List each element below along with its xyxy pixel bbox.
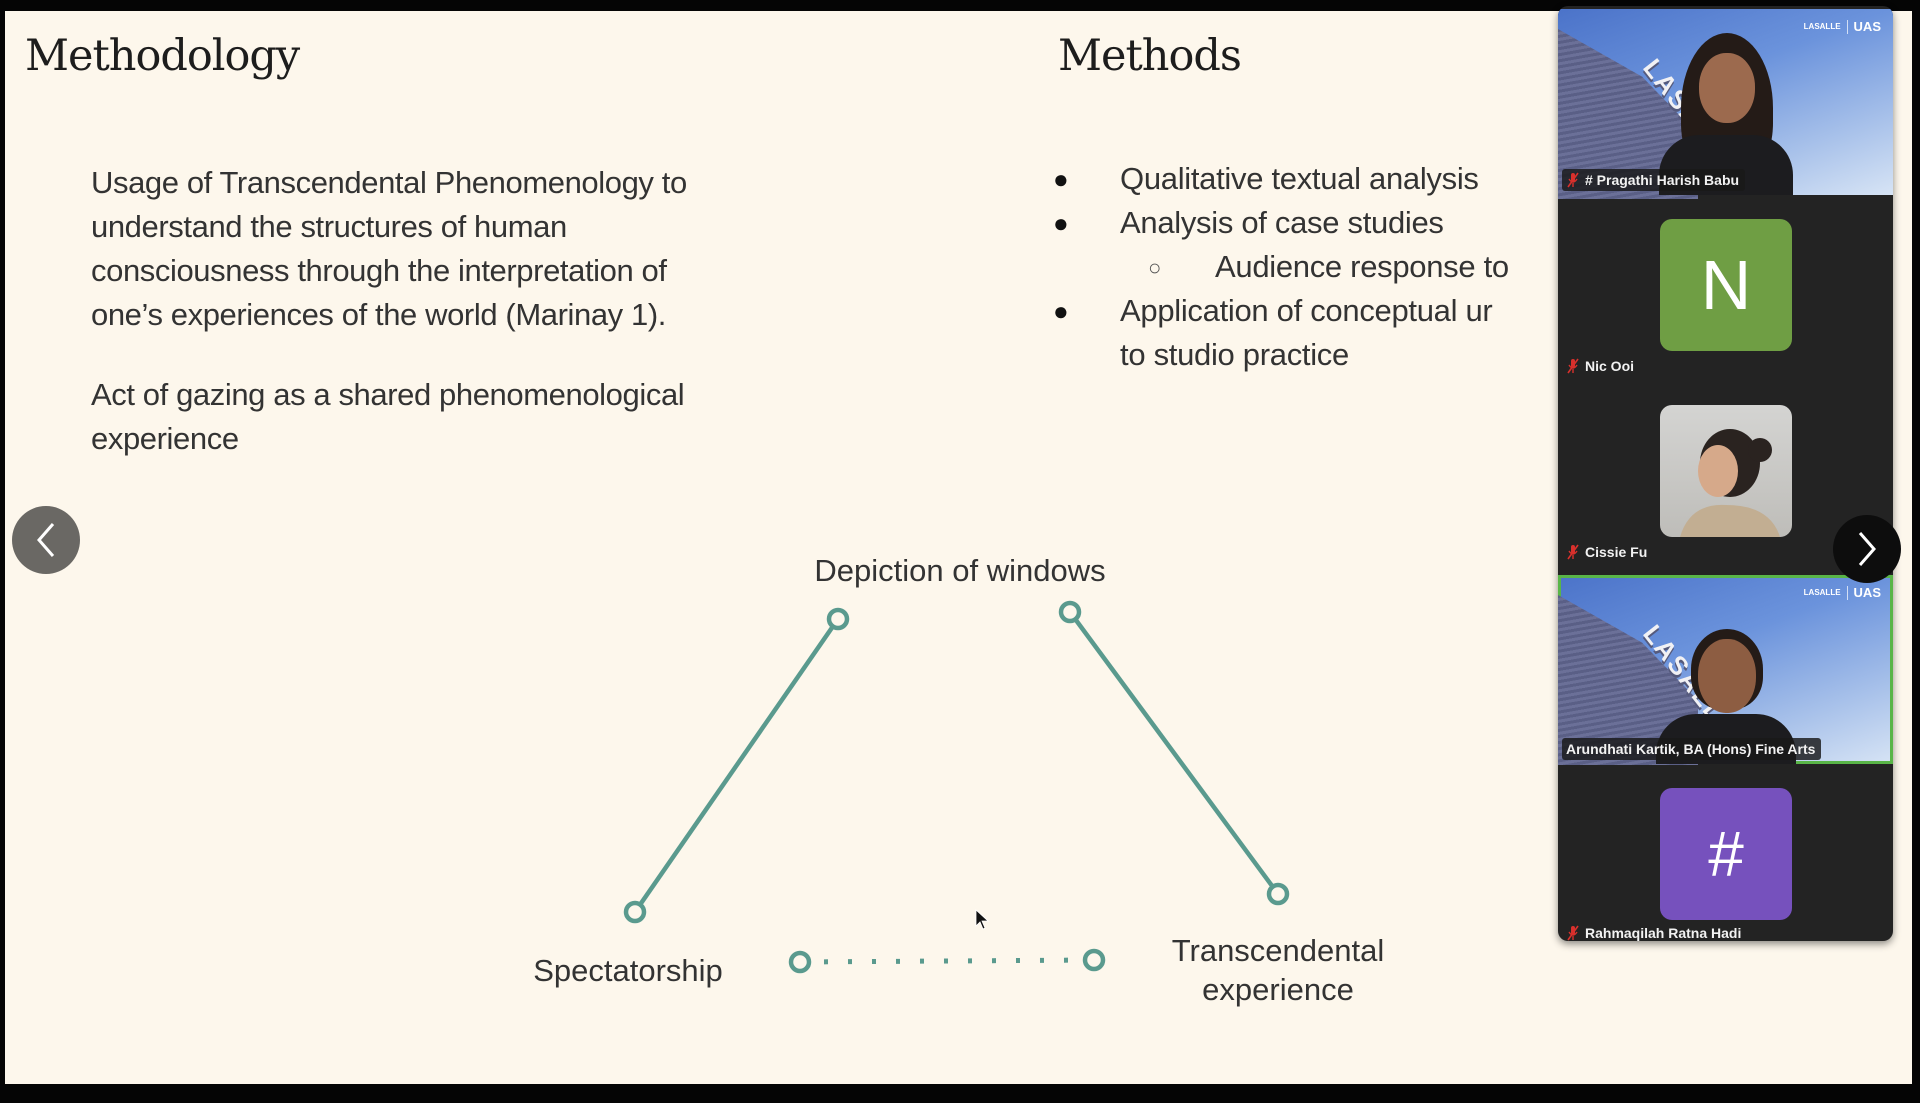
participant-tile[interactable]: Cissie Fu [1558, 381, 1893, 567]
participant-tile-active-speaker[interactable]: LASALLE LASALLE UAS Arundhati Kartik, BA … [1558, 575, 1893, 765]
diagram-label-bottom-right-1: Transcendental [1172, 933, 1385, 968]
connector-endpoint [1058, 600, 1082, 624]
connector-endpoint [623, 900, 647, 924]
paragraph-line: experience [91, 421, 239, 456]
solid-connector [633, 617, 840, 914]
chevron-right-icon [1858, 532, 1876, 566]
participant-name-tag: Rahmaqilah Ratna Hadi [1562, 922, 1747, 941]
chevron-left-icon [37, 523, 55, 557]
methods-item-text: Application of conceptual ur [1120, 293, 1493, 328]
participant-name-tag: Arundhati Kartik, BA (Hons) Fine Arts [1562, 738, 1822, 760]
participant-name-tag: Nic Ooi [1562, 355, 1640, 377]
avatar-letter: N [1700, 246, 1752, 324]
solid-connector [1068, 610, 1280, 896]
connector-endpoint [826, 607, 850, 631]
bullet-icon: ● [1053, 208, 1069, 238]
connector-endpoint [788, 950, 812, 974]
avatar-initial: # [1660, 788, 1792, 920]
mouse-cursor-icon [975, 909, 990, 930]
methods-subitem: ○ Audience response to [1045, 245, 1565, 289]
participant-name: Arundhati Kartik, BA (Hons) Fine Arts [1566, 741, 1816, 757]
diagram-label-top: Depiction of windows [814, 553, 1105, 588]
methods-list: ● Qualitative textual analysis ● Analysis … [1045, 157, 1565, 377]
slide-title-methodology: Methodology [25, 31, 300, 81]
logo-uas: UAS [1853, 19, 1881, 34]
institution-logos: LASALLE UAS [1804, 19, 1881, 34]
diagram-label-bottom-left: Spectatorship [533, 953, 723, 988]
connector-endpoint [1082, 948, 1106, 972]
bullet-icon: ● [1053, 296, 1069, 326]
participant-tile[interactable]: LASALLE LASALLE UAS # Pragathi Harish Bab… [1558, 9, 1893, 199]
mic-muted-icon [1567, 925, 1579, 941]
previous-slide-button[interactable] [12, 506, 80, 574]
avatar-photo [1660, 405, 1792, 537]
participant-name-tag: # Pragathi Harish Babu [1562, 169, 1746, 191]
diagram-connectors [623, 600, 1290, 974]
participant-name-tag: Cissie Fu [1562, 541, 1653, 563]
paragraph-line: Act of gazing as a shared phenomenologic… [91, 377, 685, 412]
participants-panel: LASALLE LASALLE UAS # Pragathi Harish Bab… [1558, 6, 1893, 941]
dotted-connector [799, 957, 1095, 965]
participant-tile[interactable]: N Nic Ooi [1558, 195, 1893, 381]
methods-item-text: Audience response to [1215, 249, 1509, 284]
bullet-icon: ● [1053, 164, 1069, 194]
logo-lasalle: LASALLE [1803, 588, 1841, 597]
logo-lasalle: LASALLE [1803, 22, 1841, 31]
methods-item: ● Qualitative textual analysis [1045, 157, 1565, 201]
paragraph-line: consciousness through the interpretation… [91, 253, 667, 288]
mic-muted-icon [1567, 544, 1579, 560]
methodology-paragraph: Usage of Transcendental Phenomenology to… [91, 161, 851, 337]
methods-item-text: Qualitative textual analysis [1120, 161, 1479, 196]
participant-video [1651, 25, 1801, 195]
methods-item-text: to studio practice [1120, 337, 1349, 372]
methods-item-text: Analysis of case studies [1120, 205, 1444, 240]
mic-muted-icon [1567, 358, 1579, 374]
participant-name: Nic Ooi [1585, 358, 1635, 374]
methods-item: ● Analysis of case studies [1045, 201, 1565, 245]
methods-item: ● Application of conceptual ur [1045, 289, 1565, 333]
participant-photo [1680, 429, 1780, 537]
paragraph-line: one’s experiences of the world (Marinay … [91, 297, 666, 332]
gazing-paragraph: Act of gazing as a shared phenomenologic… [91, 373, 851, 461]
participant-name: Rahmaqilah Ratna Hadi [1585, 925, 1742, 941]
paragraph-line: Usage of Transcendental Phenomenology to [91, 165, 687, 200]
logo-uas: UAS [1853, 585, 1881, 600]
methods-item-continuation: to studio practice [1045, 333, 1565, 377]
paragraph-line: understand the structures of human [91, 209, 567, 244]
participant-name: Cissie Fu [1585, 544, 1648, 560]
avatar-initial: N [1660, 219, 1792, 351]
avatar-letter: # [1708, 818, 1744, 890]
slide-title-methods: Methods [1058, 31, 1242, 81]
next-page-button[interactable] [1833, 515, 1901, 583]
institution-logos: LASALLE UAS [1804, 585, 1881, 600]
participant-name: # Pragathi Harish Babu [1585, 172, 1740, 188]
mic-muted-icon [1567, 172, 1579, 188]
connector-endpoint [1266, 882, 1290, 906]
hollow-bullet-icon: ○ [1148, 255, 1161, 280]
participant-tile[interactable]: # Rahmaqilah Ratna Hadi [1558, 764, 1893, 941]
diagram-label-bottom-right-2: experience [1202, 972, 1354, 1007]
